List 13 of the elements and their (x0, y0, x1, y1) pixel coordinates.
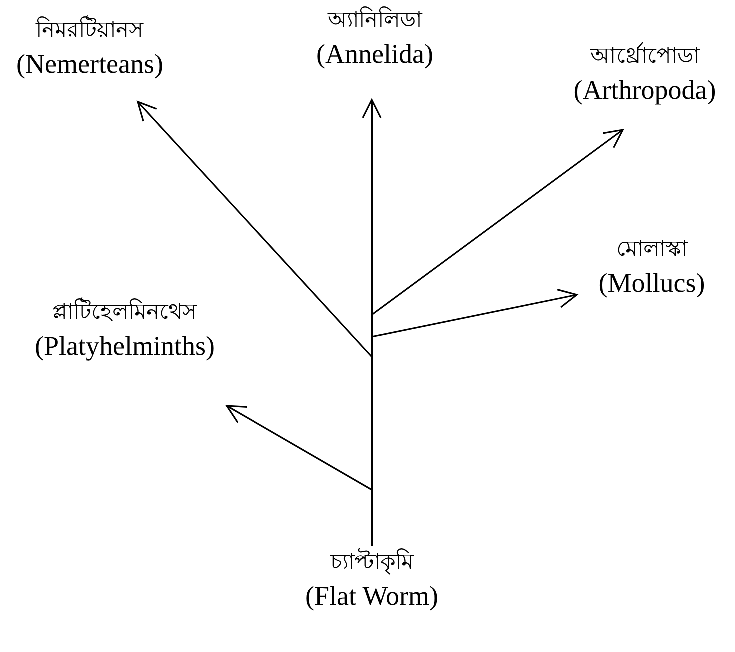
taxon-name: (Arthropoda) (574, 74, 716, 107)
taxon-name: (Nemerteans) (16, 48, 164, 81)
taxon-name: চ্যাপ্টাকৃমি (330, 547, 414, 577)
taxon-name: মোলাস্কা (616, 235, 688, 263)
taxon-name: প্লাটিহেলমিনথেস (52, 296, 198, 326)
taxon-name: অ্যানিলিডা (328, 6, 422, 34)
taxon-name: (Annelida) (316, 38, 434, 71)
taxon-name: (Flat Worm) (305, 580, 439, 613)
taxon-name: (Platyhelminths) (35, 330, 215, 363)
taxon-name: নিমরটিয়ানস (36, 14, 144, 44)
taxon-name: (Mollucs) (598, 267, 706, 300)
arrow (371, 289, 578, 546)
taxon-name: আর্থ্রোপোডা (590, 41, 700, 70)
